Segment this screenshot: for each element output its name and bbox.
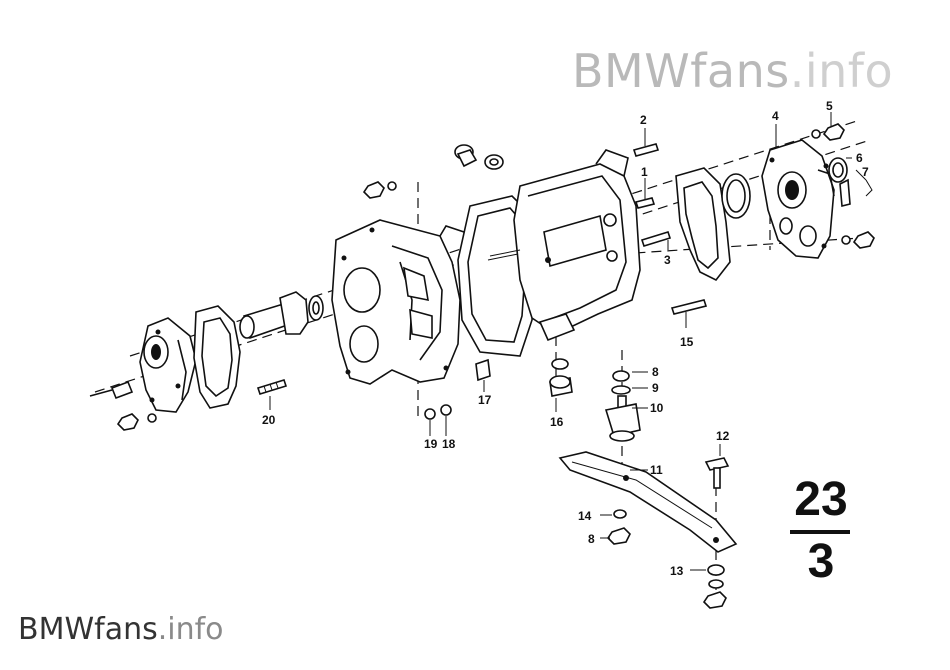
watermark-top-main: BMWfans xyxy=(572,44,790,98)
callout-2: 2 xyxy=(640,113,647,127)
callout-6: 6 xyxy=(856,151,863,165)
callout-12: 12 xyxy=(716,429,730,443)
rear-cover xyxy=(89,317,197,431)
callout-11: 11 xyxy=(650,463,663,477)
dowel-pins xyxy=(475,143,708,382)
front-gasket xyxy=(675,167,751,282)
breather-plug xyxy=(454,144,504,170)
watermark-bottom-main: BMWfans xyxy=(18,612,158,647)
callout-3: 3 xyxy=(664,253,671,267)
rubber-mount xyxy=(604,370,641,442)
watermark-bottom: BMWfans.info xyxy=(18,612,224,647)
crossmember xyxy=(558,451,738,553)
callout-10: 10 xyxy=(650,401,664,415)
callout-9: 9 xyxy=(652,381,659,395)
callout-16: 16 xyxy=(550,415,564,429)
callout-8-top: 8 xyxy=(652,365,659,379)
callout-17: 17 xyxy=(478,393,492,407)
group-number-divider xyxy=(790,530,850,534)
callout-18: 18 xyxy=(442,437,456,451)
callout-19: 19 xyxy=(424,437,438,451)
front-housing xyxy=(331,181,477,385)
watermark-bottom-suffix: .info xyxy=(157,612,224,647)
stud xyxy=(256,379,288,395)
callout-13: 13 xyxy=(670,564,684,578)
drain-plug xyxy=(549,358,573,397)
callout-4: 4 xyxy=(772,109,779,123)
rear-gasket xyxy=(193,305,241,409)
watermark-top: BMWfans.info xyxy=(572,44,893,98)
callout-numbers: 2 1 3 4 5 6 7 15 17 16 19 18 20 8 9 10 1… xyxy=(262,99,869,578)
callout-20: 20 xyxy=(262,413,276,427)
callout-1: 1 xyxy=(641,165,648,179)
callout-7: 7 xyxy=(862,165,869,179)
front-cover xyxy=(761,139,835,259)
watermark-top-suffix: .info xyxy=(789,44,894,98)
callout-14: 14 xyxy=(578,509,592,523)
washers xyxy=(424,404,452,420)
callout-5: 5 xyxy=(826,99,833,113)
intermediate-housing xyxy=(513,149,641,342)
callout-8-bottom: 8 xyxy=(588,532,595,546)
sleeve xyxy=(239,291,324,340)
group-number-main: 23 xyxy=(794,473,848,526)
front-fasteners xyxy=(811,123,875,249)
callout-15: 15 xyxy=(680,335,694,349)
group-number-sub: 3 xyxy=(807,535,835,588)
leader-lines xyxy=(269,112,867,571)
crossmember-fasteners xyxy=(606,457,730,609)
